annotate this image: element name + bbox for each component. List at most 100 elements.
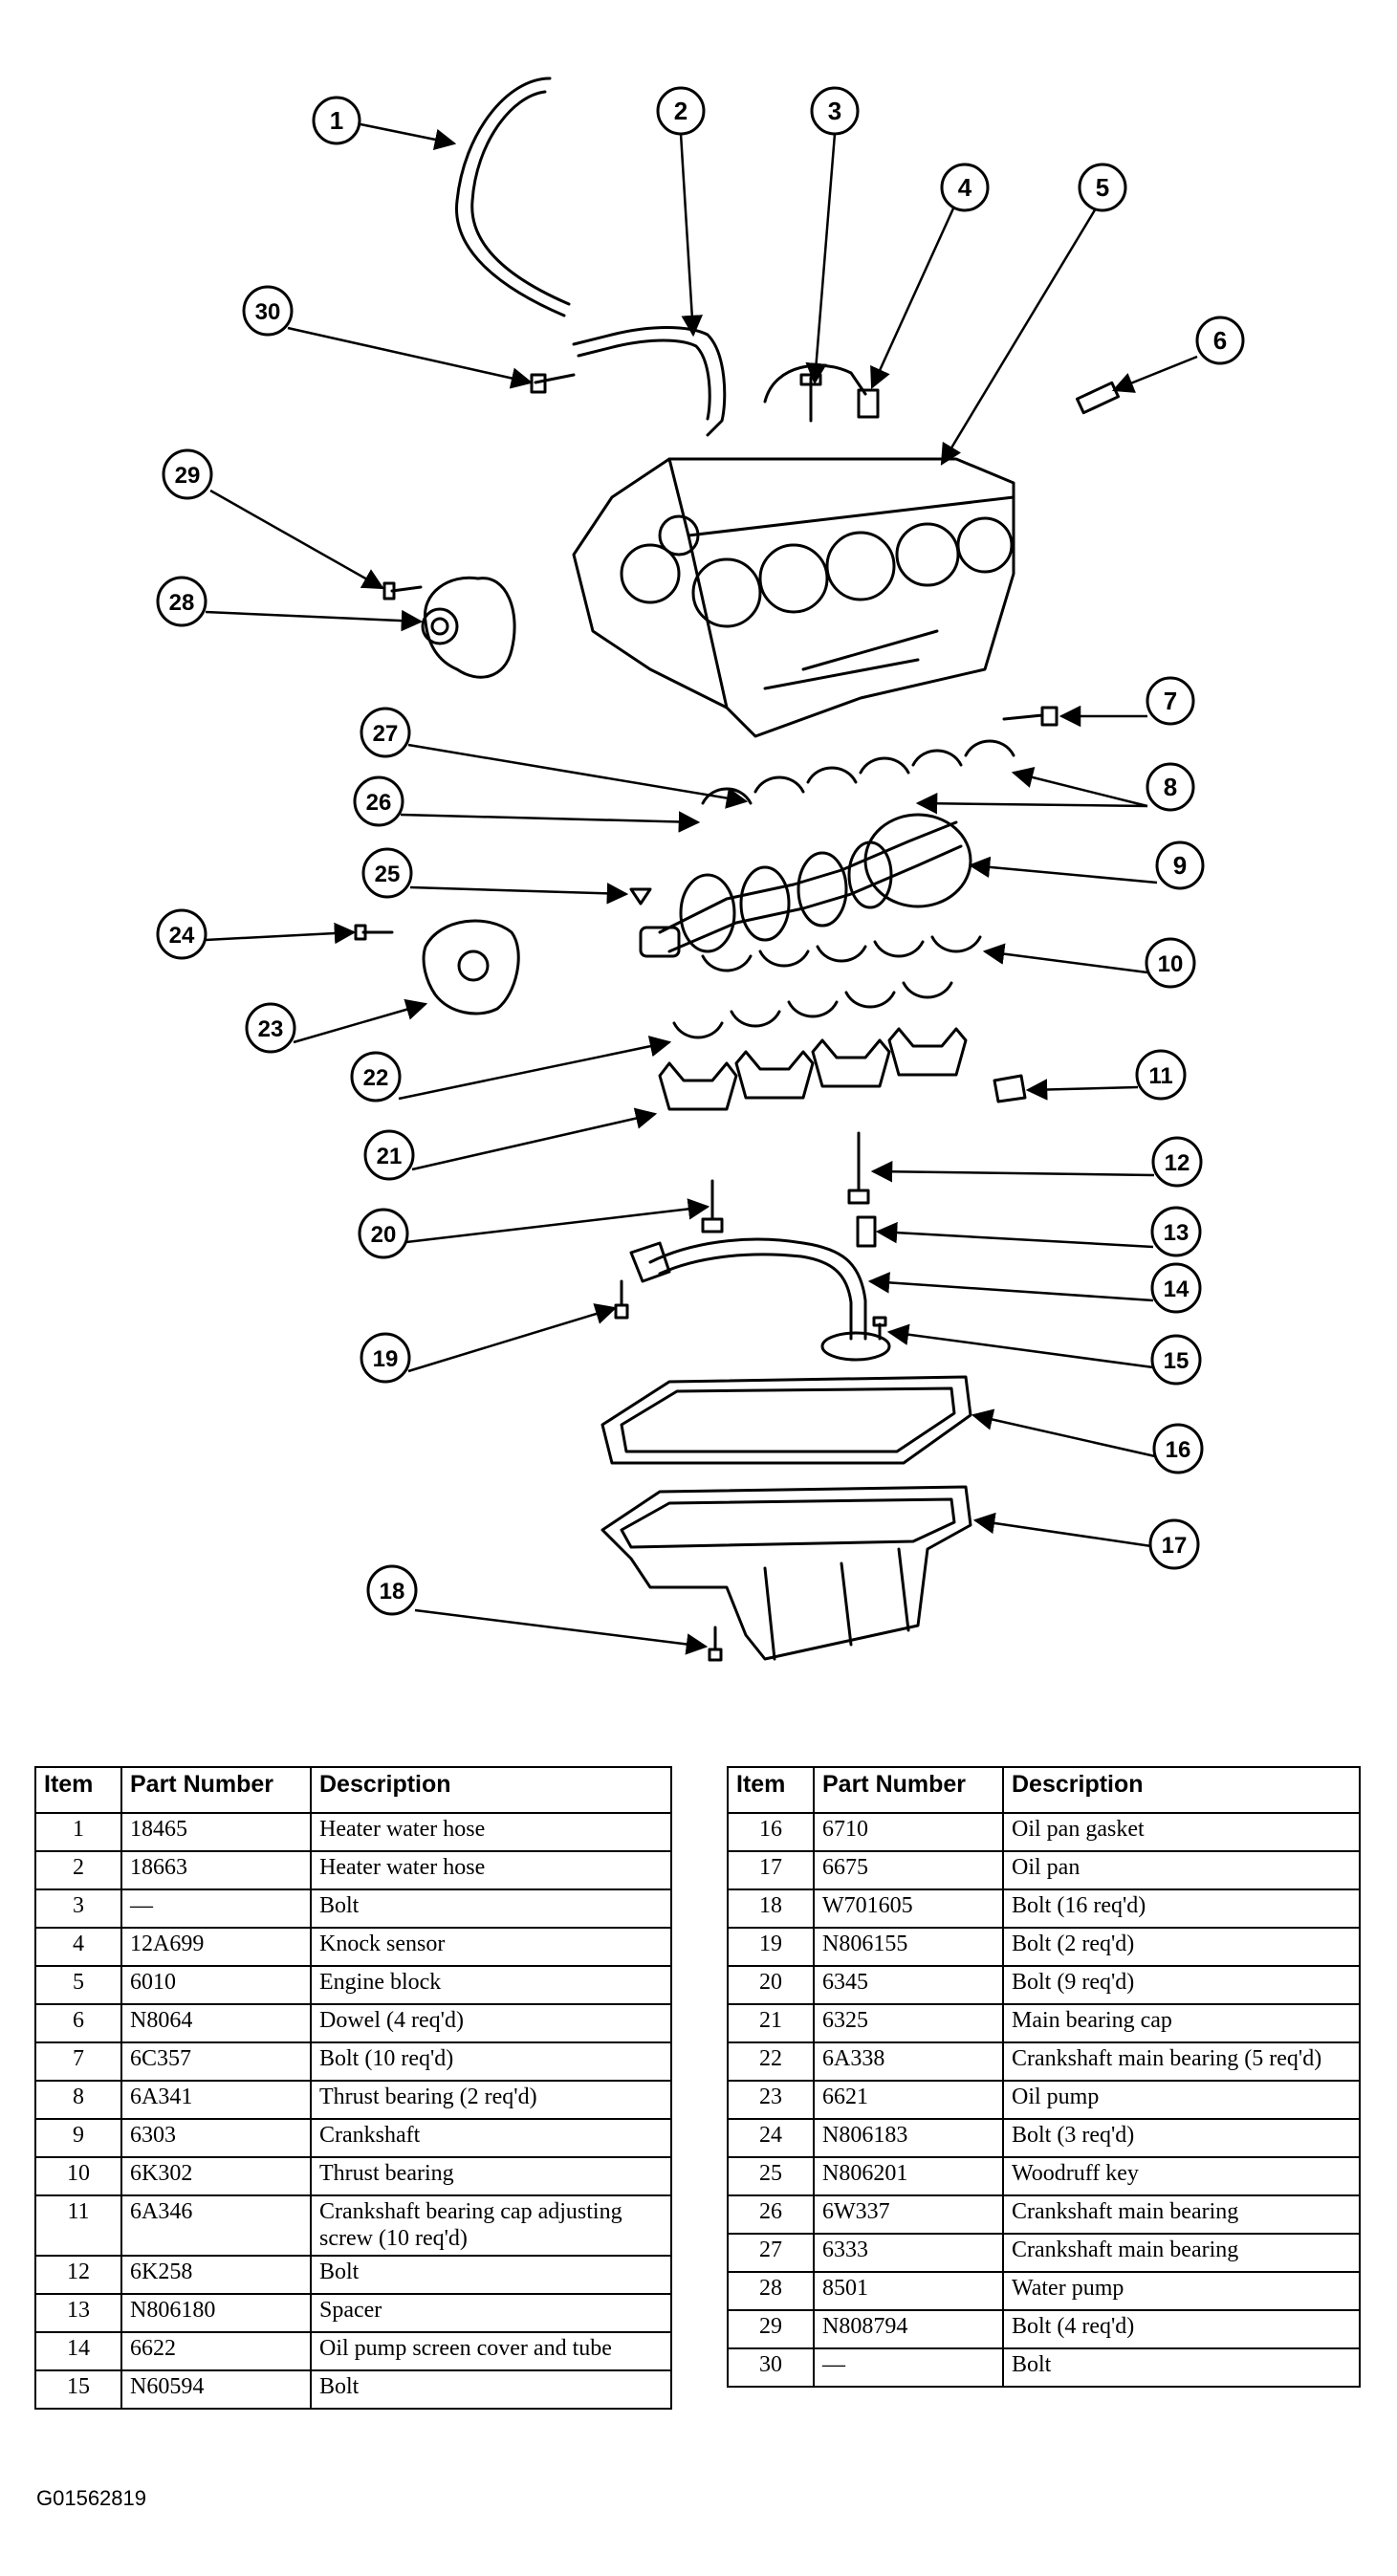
part-number-cell: 6C357	[120, 2041, 312, 2082]
svg-text:11: 11	[1148, 1063, 1172, 1089]
column-header-part-number: Part Number	[813, 1766, 1004, 1814]
item-cell: 28	[727, 2271, 815, 2311]
part-number-cell: 12A699	[120, 1927, 312, 1967]
description-cell: Heater water hose	[310, 1812, 672, 1852]
item-cell: 2	[34, 1850, 122, 1890]
description-cell: Oil pump screen cover and tube	[310, 2331, 672, 2372]
svg-text:27: 27	[373, 721, 399, 747]
callout-30: 30	[242, 285, 294, 337]
dowel-6	[1075, 381, 1121, 415]
svg-text:14: 14	[1164, 1277, 1190, 1302]
part-number-cell: 6K302	[120, 2156, 312, 2196]
description-cell: Oil pump	[1002, 2080, 1361, 2120]
column-header-description: Description	[1002, 1766, 1361, 1814]
item-cell: 21	[727, 2003, 815, 2043]
item-cell: 20	[727, 1965, 815, 2005]
callout-1: 1	[312, 96, 361, 145]
callout-markers: 1 2 3 4 5 6 7 8 9 10 11 12 13 14 15 16 1…	[156, 86, 1245, 1616]
part-number-cell: 18465	[120, 1812, 312, 1852]
bolt-24	[354, 924, 394, 941]
item-cell: 5	[34, 1965, 122, 2005]
item-cell: 12	[34, 2255, 122, 2296]
item-cell: 17	[727, 1850, 815, 1890]
callout-27: 27	[360, 707, 411, 758]
callout-23: 23	[245, 1002, 296, 1054]
svg-text:15: 15	[1164, 1348, 1190, 1374]
description-cell: Bolt (2 req'd)	[1002, 1927, 1361, 1967]
table-row: 3—Bolt	[34, 1888, 672, 1929]
item-cell: 18	[727, 1888, 815, 1929]
bolt-30	[530, 373, 576, 394]
main-bearing-caps-21	[658, 1027, 968, 1111]
item-cell: 7	[34, 2041, 122, 2082]
bolt-15	[872, 1316, 887, 1341]
description-cell: Bolt (10 req'd)	[310, 2041, 672, 2082]
main-bearing-shells-22	[672, 981, 953, 1039]
part-number-cell: 18663	[120, 1850, 312, 1890]
svg-text:5: 5	[1096, 173, 1109, 202]
callout-3: 3	[810, 86, 860, 136]
engine-block-5	[572, 457, 1015, 738]
svg-text:20: 20	[371, 1222, 397, 1248]
svg-text:6: 6	[1213, 326, 1227, 355]
svg-text:13: 13	[1164, 1220, 1190, 1246]
item-cell: 8	[34, 2080, 122, 2120]
table-header-row: Item Part Number Description	[34, 1766, 672, 1814]
knock-sensor-wire	[763, 363, 867, 404]
item-cell: 6	[34, 2003, 122, 2043]
woodruff-key-25	[629, 887, 652, 906]
description-cell: Crankshaft main bearing (5 req'd)	[1002, 2041, 1361, 2082]
svg-text:21: 21	[377, 1144, 403, 1169]
part-number-cell: 6010	[120, 1965, 312, 2005]
callout-29: 29	[162, 448, 213, 500]
callout-10: 10	[1145, 937, 1196, 989]
callout-11: 11	[1135, 1049, 1187, 1101]
description-cell: Heater water hose	[310, 1850, 672, 1890]
svg-text:4: 4	[958, 173, 972, 202]
oil-pan-gasket-16	[600, 1375, 972, 1465]
callout-24: 24	[156, 908, 207, 960]
callout-6: 6	[1195, 316, 1245, 365]
callout-8: 8	[1146, 762, 1195, 812]
svg-text:12: 12	[1165, 1150, 1190, 1176]
part-number-cell: N806155	[813, 1927, 1004, 1967]
callout-25: 25	[361, 847, 413, 899]
part-number-cell: 6345	[813, 1965, 1004, 2005]
part-number-cell: —	[120, 1888, 312, 1929]
item-cell: 9	[34, 2118, 122, 2158]
svg-text:16: 16	[1166, 1437, 1191, 1463]
item-cell: 15	[34, 2369, 122, 2411]
crankshaft-9	[639, 813, 972, 958]
callout-13: 13	[1150, 1206, 1202, 1257]
item-cell: 4	[34, 1927, 122, 1967]
item-cell: 26	[727, 2194, 815, 2235]
item-cell: 3	[34, 1888, 122, 1929]
svg-text:29: 29	[175, 463, 201, 489]
callout-21: 21	[363, 1129, 415, 1181]
lower-bearing-shells-10	[701, 935, 982, 972]
upper-bearing-shells	[701, 739, 1015, 805]
description-cell: Bolt	[310, 1888, 672, 1929]
item-cell: 1	[34, 1812, 122, 1852]
bolt-18	[708, 1626, 723, 1662]
svg-text:7: 7	[1164, 687, 1177, 715]
description-cell: Bolt (4 req'd)	[1002, 2309, 1361, 2349]
part-number-cell: 6A346	[120, 2194, 312, 2258]
part-number-cell: 6A338	[813, 2041, 1004, 2082]
table-row: 30—Bolt	[727, 2347, 1361, 2388]
part-number-cell: 6622	[120, 2331, 312, 2372]
